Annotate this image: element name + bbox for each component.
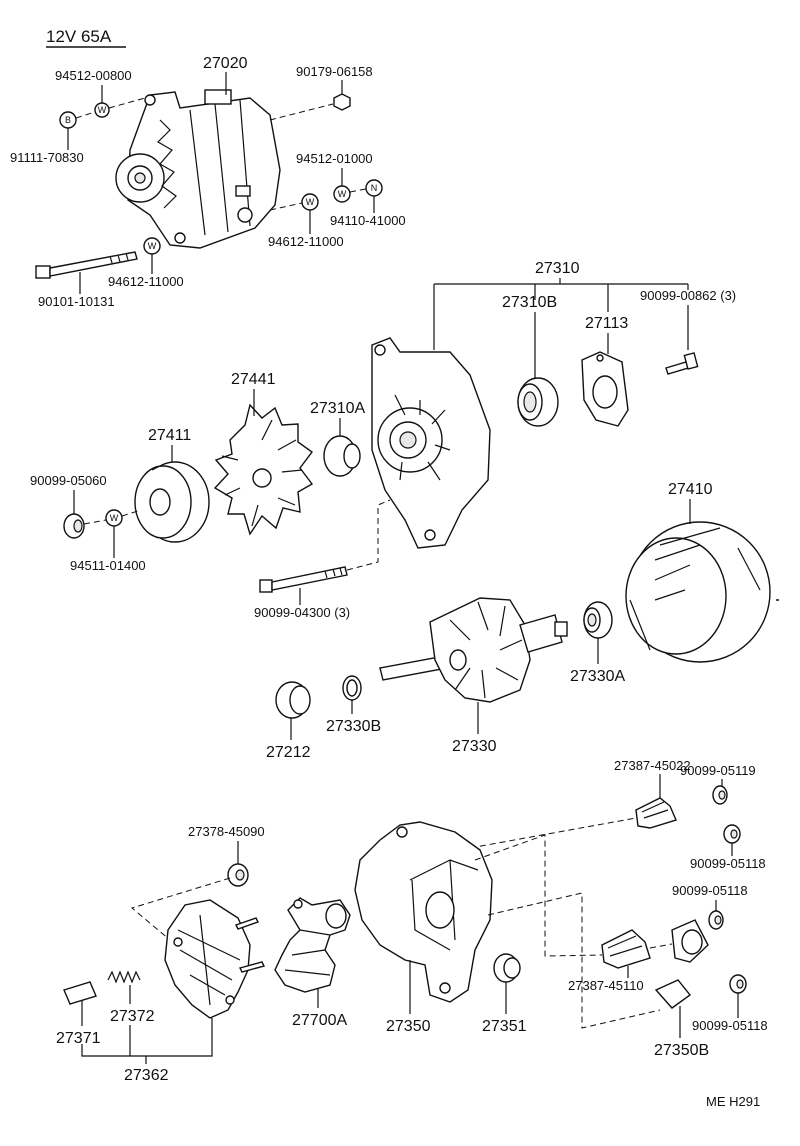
- label-27410: 27410: [668, 481, 713, 498]
- terminal-insulator-27387-45110[interactable]: [601, 929, 651, 969]
- terminal-insulator-27387-45022[interactable]: [635, 797, 677, 829]
- label-27113: 27113: [585, 315, 628, 332]
- nut-90099-05118-b[interactable]: [708, 910, 724, 930]
- label-27330A: 27330A: [570, 668, 625, 685]
- nut-90179-06158[interactable]: [333, 93, 351, 111]
- svg-text:W: W: [306, 197, 315, 207]
- stator-27410[interactable]: [625, 521, 771, 663]
- washer-94512-01000[interactable]: W: [333, 185, 351, 203]
- rectifier-holder-27362[interactable]: [164, 899, 266, 1019]
- drive-end-frame[interactable]: [371, 337, 491, 549]
- rotor-27330[interactable]: [379, 597, 568, 703]
- label-27330B: 27330B: [326, 718, 381, 735]
- label-94511-01400: 94511-01400: [70, 558, 146, 573]
- label-27310: 27310: [535, 260, 580, 277]
- label-90099-05118-b: 90099-05118: [672, 883, 748, 898]
- bracket-27310: [433, 278, 689, 350]
- label-27330: 27330: [452, 738, 497, 755]
- svg-text:W: W: [98, 105, 107, 115]
- pulley-27411[interactable]: [134, 461, 210, 543]
- bracket-27362: [81, 1018, 213, 1064]
- nut-90099-05060[interactable]: [63, 513, 85, 539]
- bolt-90101-10131[interactable]: [35, 251, 138, 279]
- terminal-27350B[interactable]: [654, 919, 709, 1009]
- label-27371: 27371: [56, 1030, 101, 1047]
- label-27411: 27411: [148, 427, 191, 444]
- label-90099-05119: 90099-05119: [680, 763, 756, 778]
- label-27212: 27212: [266, 744, 311, 761]
- label-27387-45022: 27387-45022: [614, 758, 691, 773]
- screw-90099-00862[interactable]: [665, 352, 699, 375]
- label-27378-45090: 27378-45090: [188, 824, 265, 839]
- regulator-27700A[interactable]: [274, 897, 351, 993]
- label-27362: 27362: [124, 1067, 169, 1084]
- svg-text:W: W: [148, 241, 157, 251]
- fan-27441[interactable]: [213, 403, 314, 536]
- reference-code: ME H291: [706, 1094, 760, 1109]
- label-27350: 27350: [386, 1018, 431, 1035]
- label-27700A: 27700A: [292, 1012, 347, 1029]
- label-27310B: 27310B: [502, 294, 557, 311]
- label-94612-11000-right: 94612-11000: [268, 234, 344, 249]
- label-90099-05060: 90099-05060: [30, 473, 107, 488]
- brush-27371[interactable]: [63, 981, 97, 1005]
- label-94612-11000-left: 94612-11000: [108, 274, 184, 289]
- label-27310A: 27310A: [310, 400, 365, 417]
- nut-90099-05118-a[interactable]: [723, 824, 741, 844]
- label-27372: 27372: [110, 1008, 155, 1025]
- label-90179-06158: 90179-06158: [296, 64, 373, 79]
- label-27351: 27351: [482, 1018, 527, 1035]
- washer-94612-11000-left[interactable]: W: [143, 237, 161, 255]
- nut-90099-05119[interactable]: [712, 785, 728, 805]
- label-27020: 27020: [203, 55, 248, 72]
- bolt-91111-70830[interactable]: B: [59, 111, 77, 129]
- spring-27372[interactable]: [107, 970, 141, 984]
- label-91111-70830: 91111-70830: [10, 150, 84, 165]
- through-bolt-90099-04300[interactable]: [259, 566, 348, 593]
- bushing-27351[interactable]: [493, 953, 521, 983]
- alternator-assembly[interactable]: [115, 89, 281, 249]
- insulator-27378-45090[interactable]: [227, 863, 249, 887]
- nut-94110-41000[interactable]: N: [365, 179, 383, 197]
- cover-27212[interactable]: [275, 681, 311, 719]
- spec-heading: 12V 65A: [46, 27, 112, 46]
- washer-94512-00800[interactable]: W: [94, 102, 110, 118]
- washer-94612-11000-right[interactable]: W: [301, 193, 319, 211]
- label-27350B: 27350B: [654, 1042, 709, 1059]
- label-94110-41000: 94110-41000: [330, 213, 406, 228]
- nut-90099-05118-c[interactable]: [729, 974, 747, 994]
- bearing-27310B[interactable]: [517, 377, 559, 427]
- svg-text:B: B: [65, 115, 71, 125]
- label-90101-10131: 90101-10131: [38, 294, 115, 309]
- washer-94511-01400[interactable]: W: [105, 509, 123, 527]
- svg-text:N: N: [371, 183, 378, 193]
- rear-end-frame-27350[interactable]: [354, 821, 493, 1003]
- svg-text:W: W: [110, 513, 119, 523]
- svg-text:W: W: [338, 189, 347, 199]
- collar-27310A[interactable]: [323, 435, 361, 477]
- retainer-plate-27113[interactable]: [581, 351, 629, 427]
- label-27441: 27441: [231, 371, 276, 388]
- label-94512-00800: 94512-00800: [55, 68, 132, 83]
- label-90099-00862: 90099-00862 (3): [640, 288, 736, 303]
- label-27387-45110: 27387-45110: [568, 978, 644, 993]
- label-90099-05118-c: 90099-05118: [692, 1018, 768, 1033]
- label-90099-05118-a: 90099-05118: [690, 856, 766, 871]
- bearing-27330A[interactable]: [583, 601, 613, 639]
- ring-27330B[interactable]: [342, 675, 362, 701]
- label-90099-04300: 90099-04300 (3): [254, 605, 350, 620]
- label-94512-01000: 94512-01000: [296, 151, 373, 166]
